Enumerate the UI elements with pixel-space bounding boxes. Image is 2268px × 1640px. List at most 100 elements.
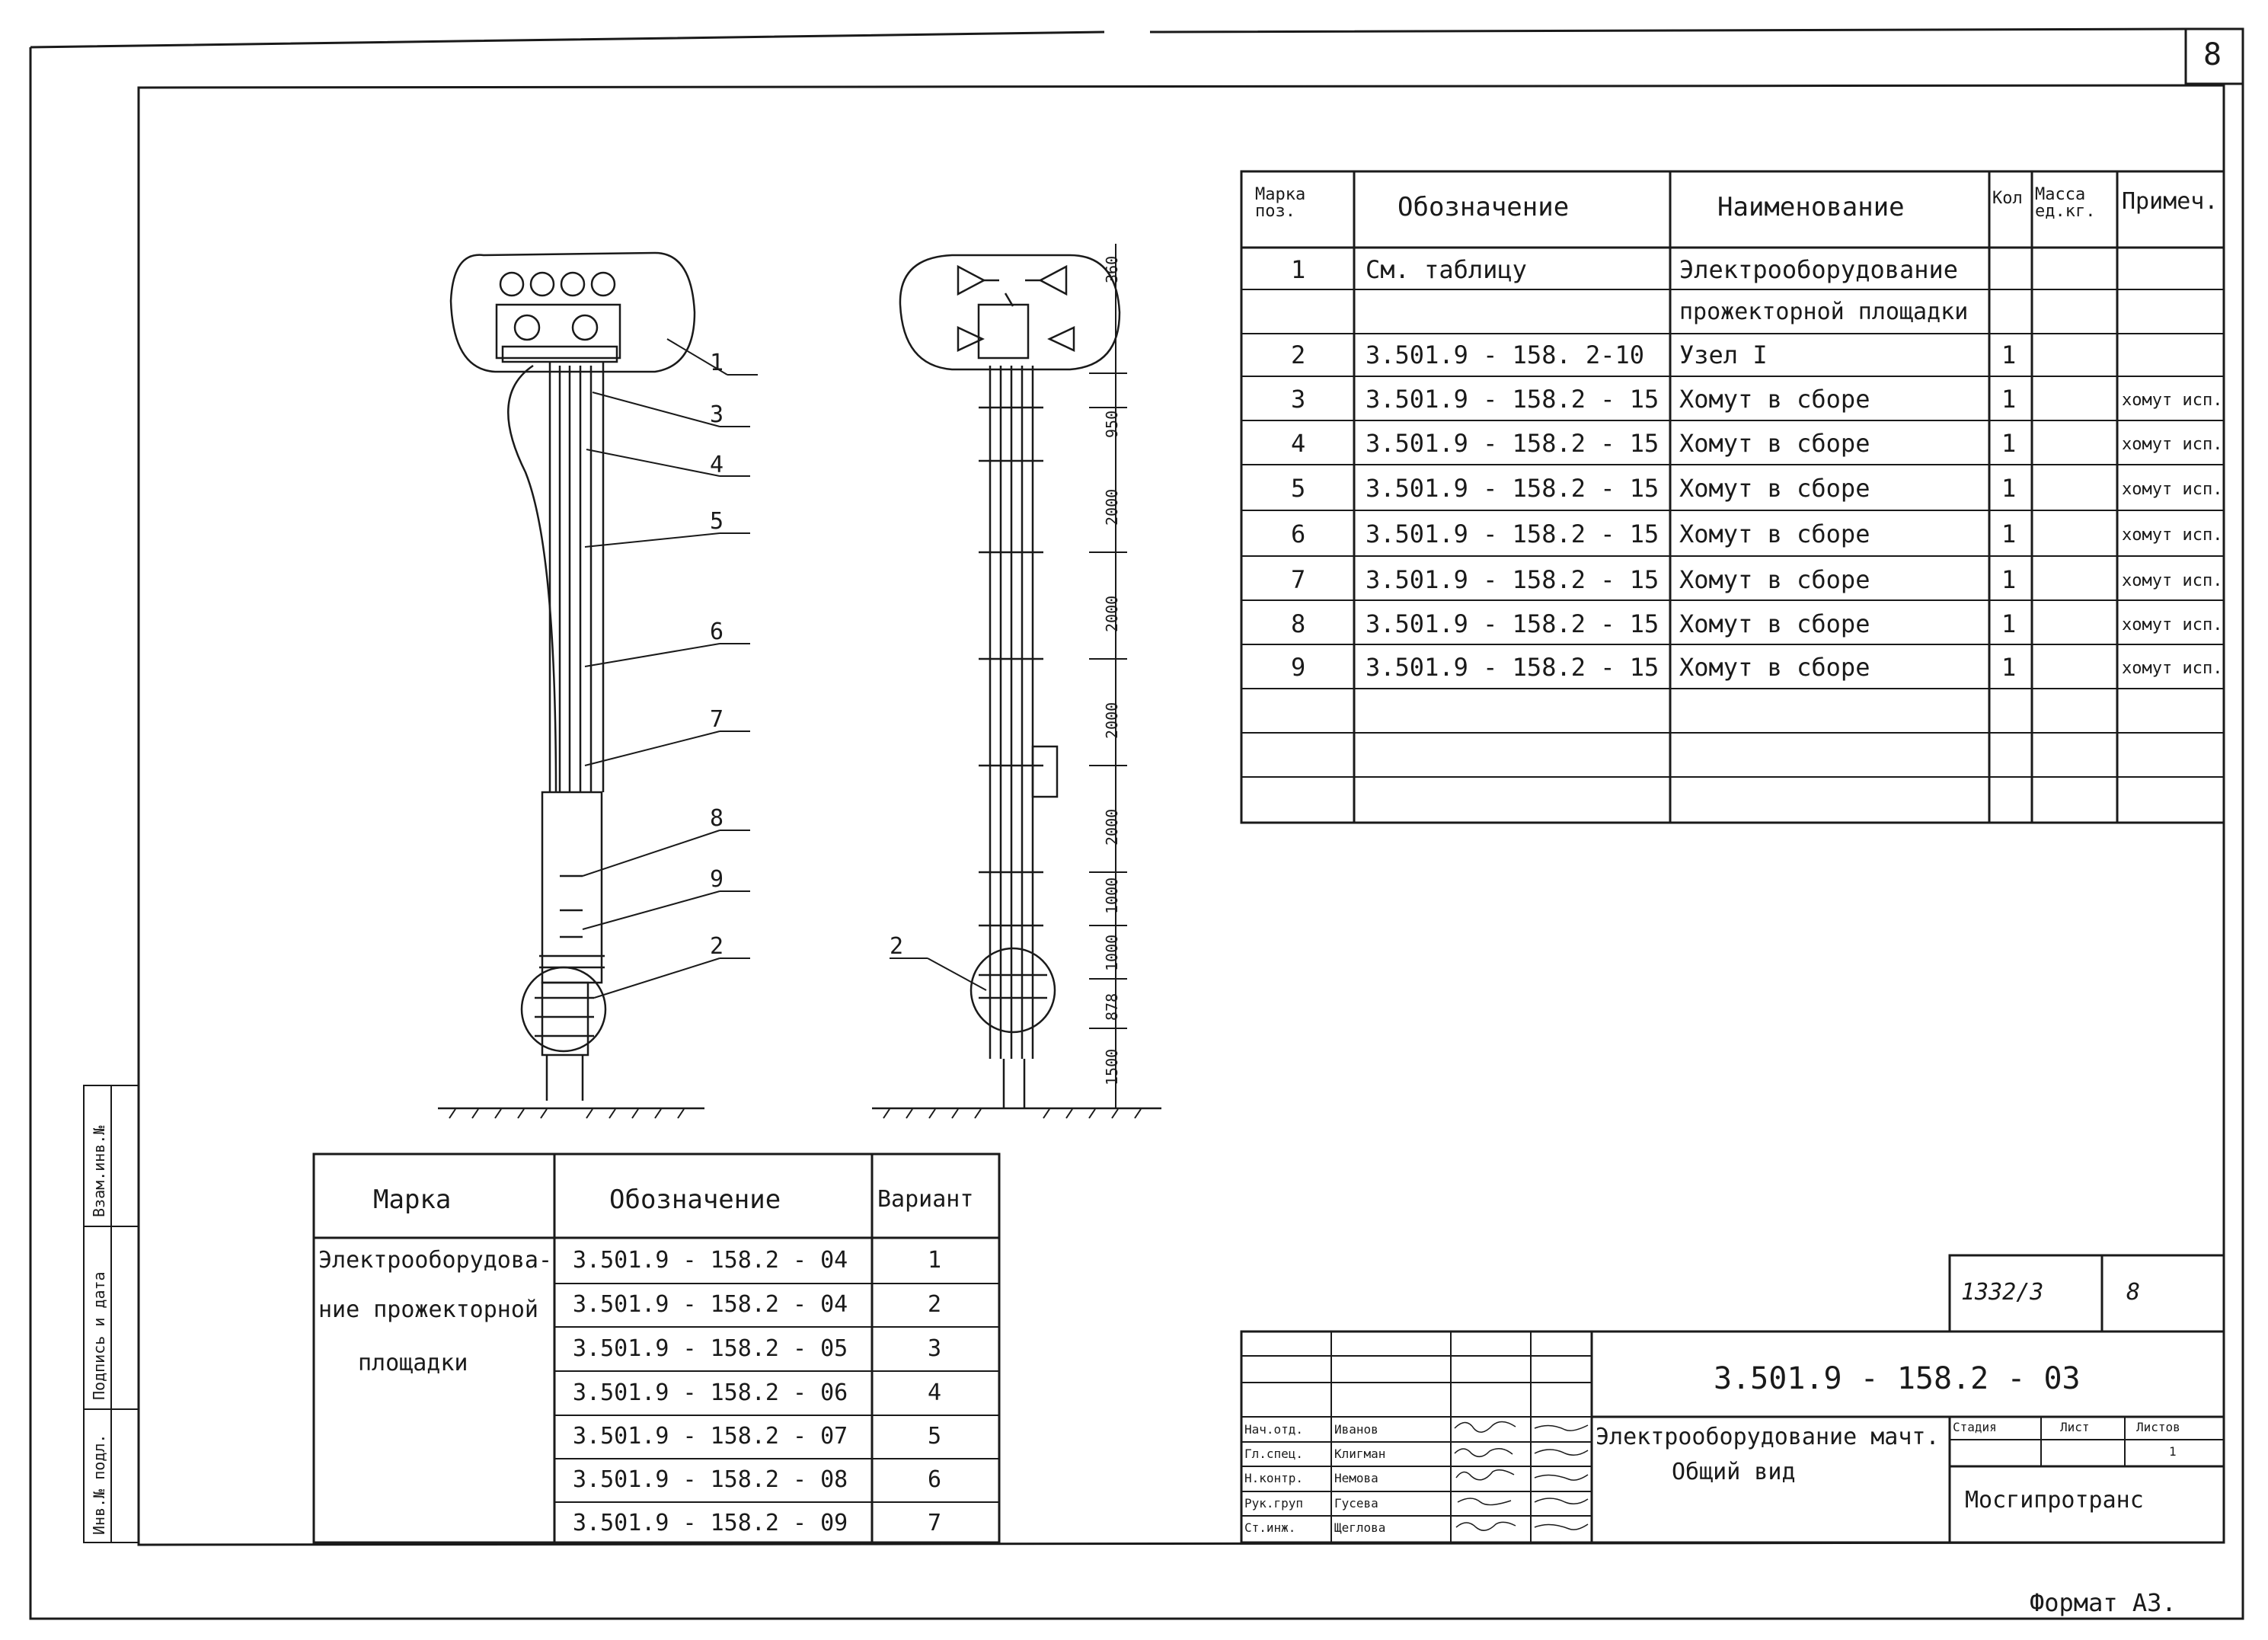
spec-row-9-qty: 1 xyxy=(2001,653,2017,682)
mast-front-view xyxy=(438,251,704,1119)
callout-7: 7 xyxy=(710,706,724,733)
callout-4: 4 xyxy=(710,452,724,478)
spec-row-5-qty: 1 xyxy=(2001,474,2017,503)
variant-header-variant: Вариант xyxy=(877,1186,974,1213)
spec-row-9-name: Хомут в сборе xyxy=(1679,653,1870,682)
callout-2-side: 2 xyxy=(890,933,904,960)
spec-row-7-name: Хомут в сборе xyxy=(1679,565,1870,594)
title-block-grid xyxy=(1240,1254,2225,1544)
callout-8: 8 xyxy=(710,805,724,832)
role-4-name: Гусева xyxy=(1334,1496,1378,1511)
role-5-name: Щеглова xyxy=(1334,1520,1386,1535)
variant-table-grid xyxy=(312,1152,1001,1544)
variant-mark-line-2: ние прожекторной xyxy=(318,1296,538,1323)
format-label: Формат А3. xyxy=(2030,1588,2177,1617)
role-2-name: Клигман xyxy=(1334,1447,1386,1461)
spec-header-name: Наименование xyxy=(1717,192,1905,222)
title-line-2: Общий вид xyxy=(1672,1459,1796,1485)
dimension-878: 878 xyxy=(1103,993,1121,1021)
spec-row-6-pos: 6 xyxy=(1291,519,1306,548)
variant-row-1-variant: 1 xyxy=(928,1247,942,1274)
spec-row-6-note: хомут исп. xyxy=(2122,526,2223,545)
dimension-2000-d: 2000 xyxy=(1103,808,1121,846)
spec-table-grid xyxy=(1240,170,2225,824)
variant-row-4-variant: 4 xyxy=(928,1379,942,1406)
variant-row-4-designation: 3.501.9 - 158.2 - 06 xyxy=(573,1379,848,1406)
variant-row-6-variant: 6 xyxy=(928,1466,942,1493)
callout-6: 6 xyxy=(710,619,724,645)
mast-side-view xyxy=(872,244,1161,1119)
signatures xyxy=(1454,1421,1589,1531)
role-1: Нач.отд. xyxy=(1244,1422,1304,1437)
document-code: 3.501.9 - 158.2 - 03 xyxy=(1714,1361,2081,1396)
spec-row-1-name: Электрооборудование xyxy=(1679,255,1959,284)
organization: Мосгипротранс xyxy=(1965,1487,2144,1514)
spec-row-5-pos: 5 xyxy=(1291,474,1306,503)
spec-header-note: Примеч. xyxy=(2122,188,2218,215)
role-3-name: Немова xyxy=(1334,1471,1378,1485)
spec-row-3-designation: 3.501.9 - 158.2 - 15 xyxy=(1366,385,1659,414)
role-2: Гл.спец. xyxy=(1244,1447,1304,1461)
callout-1: 1 xyxy=(710,350,724,376)
variant-row-2-variant: 2 xyxy=(928,1291,942,1318)
spec-row-7-designation: 3.501.9 - 158.2 - 15 xyxy=(1366,565,1659,594)
spec-row-4-qty: 1 xyxy=(2001,429,2017,458)
page-number: 8 xyxy=(2203,37,2222,72)
spec-row-4-pos: 4 xyxy=(1291,429,1306,458)
spec-row-8-name: Хомут в сборе xyxy=(1679,609,1870,638)
variant-row-5-designation: 3.501.9 - 158.2 - 07 xyxy=(573,1423,848,1450)
spec-row-9-note: хомут исп. xyxy=(2122,659,2223,678)
role-4: Рук.груп xyxy=(1244,1496,1304,1511)
variant-row-5-variant: 5 xyxy=(928,1423,942,1450)
sheet-label: Лист xyxy=(2060,1420,2090,1434)
inventory-number: 1332/3 xyxy=(1961,1279,2044,1306)
callout-5: 5 xyxy=(710,508,724,535)
dimension-1000-b: 1000 xyxy=(1103,934,1121,971)
spec-row-2-name: Узел I xyxy=(1679,340,1768,369)
spec-row-5-note: хомут исп. xyxy=(2122,480,2223,499)
spec-row-4-designation: 3.501.9 - 158.2 - 15 xyxy=(1366,429,1659,458)
spec-row-4-name: Хомут в сборе xyxy=(1679,429,1870,458)
spec-row-1-designation: См. таблицу xyxy=(1366,255,1527,284)
spec-row-2-designation: 3.501.9 - 158. 2-10 xyxy=(1366,340,1645,369)
spec-row-7-qty: 1 xyxy=(2001,565,2017,594)
role-3: Н.контр. xyxy=(1244,1471,1304,1485)
spec-row-3-note: хомут исп. xyxy=(2122,391,2223,410)
spec-row-3-pos: 3 xyxy=(1291,385,1306,414)
spec-row-3-name: Хомут в сборе xyxy=(1679,385,1870,414)
spec-row-8-designation: 3.501.9 - 158.2 - 15 xyxy=(1366,609,1659,638)
variant-row-3-variant: 3 xyxy=(928,1335,942,1362)
spec-row-3-qty: 1 xyxy=(2001,385,2017,414)
spec-row-2-pos: 2 xyxy=(1291,340,1306,369)
callout-9: 9 xyxy=(710,866,724,893)
spec-row-8-note: хомут исп. xyxy=(2122,615,2223,635)
dimension-1500: 1500 xyxy=(1103,1048,1121,1085)
spec-row-6-name: Хомут в сборе xyxy=(1679,519,1870,548)
spec-row-7-note: хомут исп. xyxy=(2122,571,2223,590)
sheets-value: 1 xyxy=(2169,1444,2177,1459)
variant-row-1-designation: 3.501.9 - 158.2 - 04 xyxy=(573,1247,848,1274)
title-line-1: Электрооборудование мачт. xyxy=(1596,1424,1940,1450)
spec-row-9-pos: 9 xyxy=(1291,653,1306,682)
spec-header-designation: Обозначение xyxy=(1398,192,1570,222)
role-1-name: Иванов xyxy=(1334,1422,1378,1437)
spec-row-6-qty: 1 xyxy=(2001,519,2017,548)
variant-row-7-variant: 7 xyxy=(928,1510,942,1536)
stage-label: Стадия xyxy=(1953,1420,1997,1434)
spec-row-7-pos: 7 xyxy=(1291,565,1306,594)
spec-row-4-note: хомут исп. xyxy=(2122,435,2223,454)
inventory-sheet: 8 xyxy=(2126,1279,2141,1306)
callout-2-front: 2 xyxy=(710,933,724,960)
role-5: Ст.инж. xyxy=(1244,1520,1296,1535)
spec-row-9-designation: 3.501.9 - 158.2 - 15 xyxy=(1366,653,1659,682)
variant-mark-line-1: Электрооборудова- xyxy=(318,1247,553,1274)
spec-row-8-qty: 1 xyxy=(2001,609,2017,638)
spec-row-2-qty: 1 xyxy=(2001,340,2017,369)
variant-row-7-designation: 3.501.9 - 158.2 - 09 xyxy=(573,1510,848,1536)
variant-mark-line-3: площадки xyxy=(358,1350,468,1376)
stamp-signature-date: Подпись и дата xyxy=(90,1271,108,1400)
spec-row-5-designation: 3.501.9 - 158.2 - 15 xyxy=(1366,474,1659,503)
